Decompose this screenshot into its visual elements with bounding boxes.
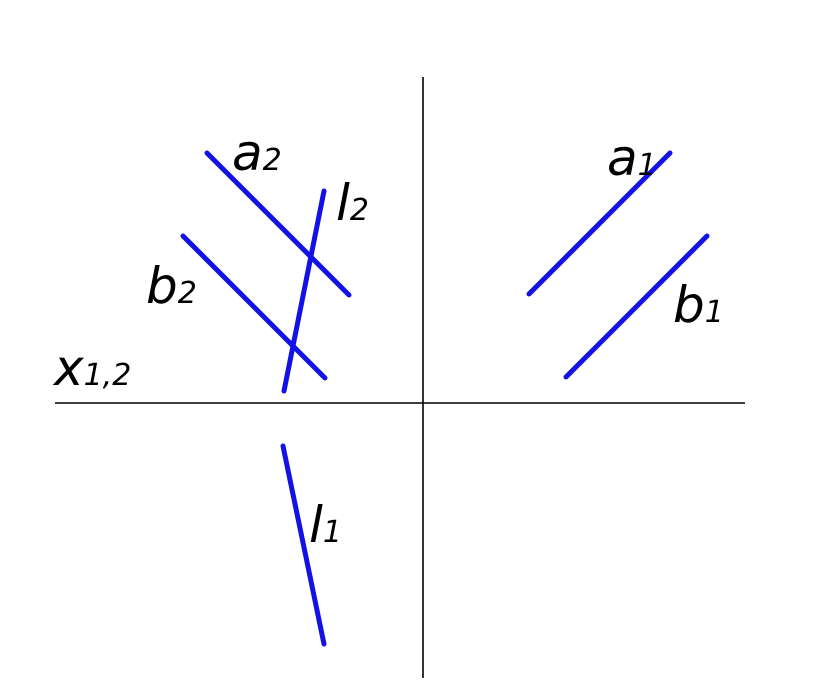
label-a1: a1 <box>607 129 657 187</box>
line-b2 <box>180 233 328 381</box>
label-b1: b1 <box>673 276 724 334</box>
label-l2: l2 <box>336 174 369 232</box>
label-b2: b2 <box>146 257 197 315</box>
label-a2: a2 <box>232 124 282 182</box>
axis-label-x12: x1,2 <box>52 339 131 397</box>
line-b1 <box>563 233 710 380</box>
line-a1 <box>526 150 673 297</box>
line-l1 <box>280 443 327 647</box>
line-a2 <box>204 150 352 298</box>
label-l1: l1 <box>309 496 342 554</box>
line-l2 <box>281 188 327 394</box>
